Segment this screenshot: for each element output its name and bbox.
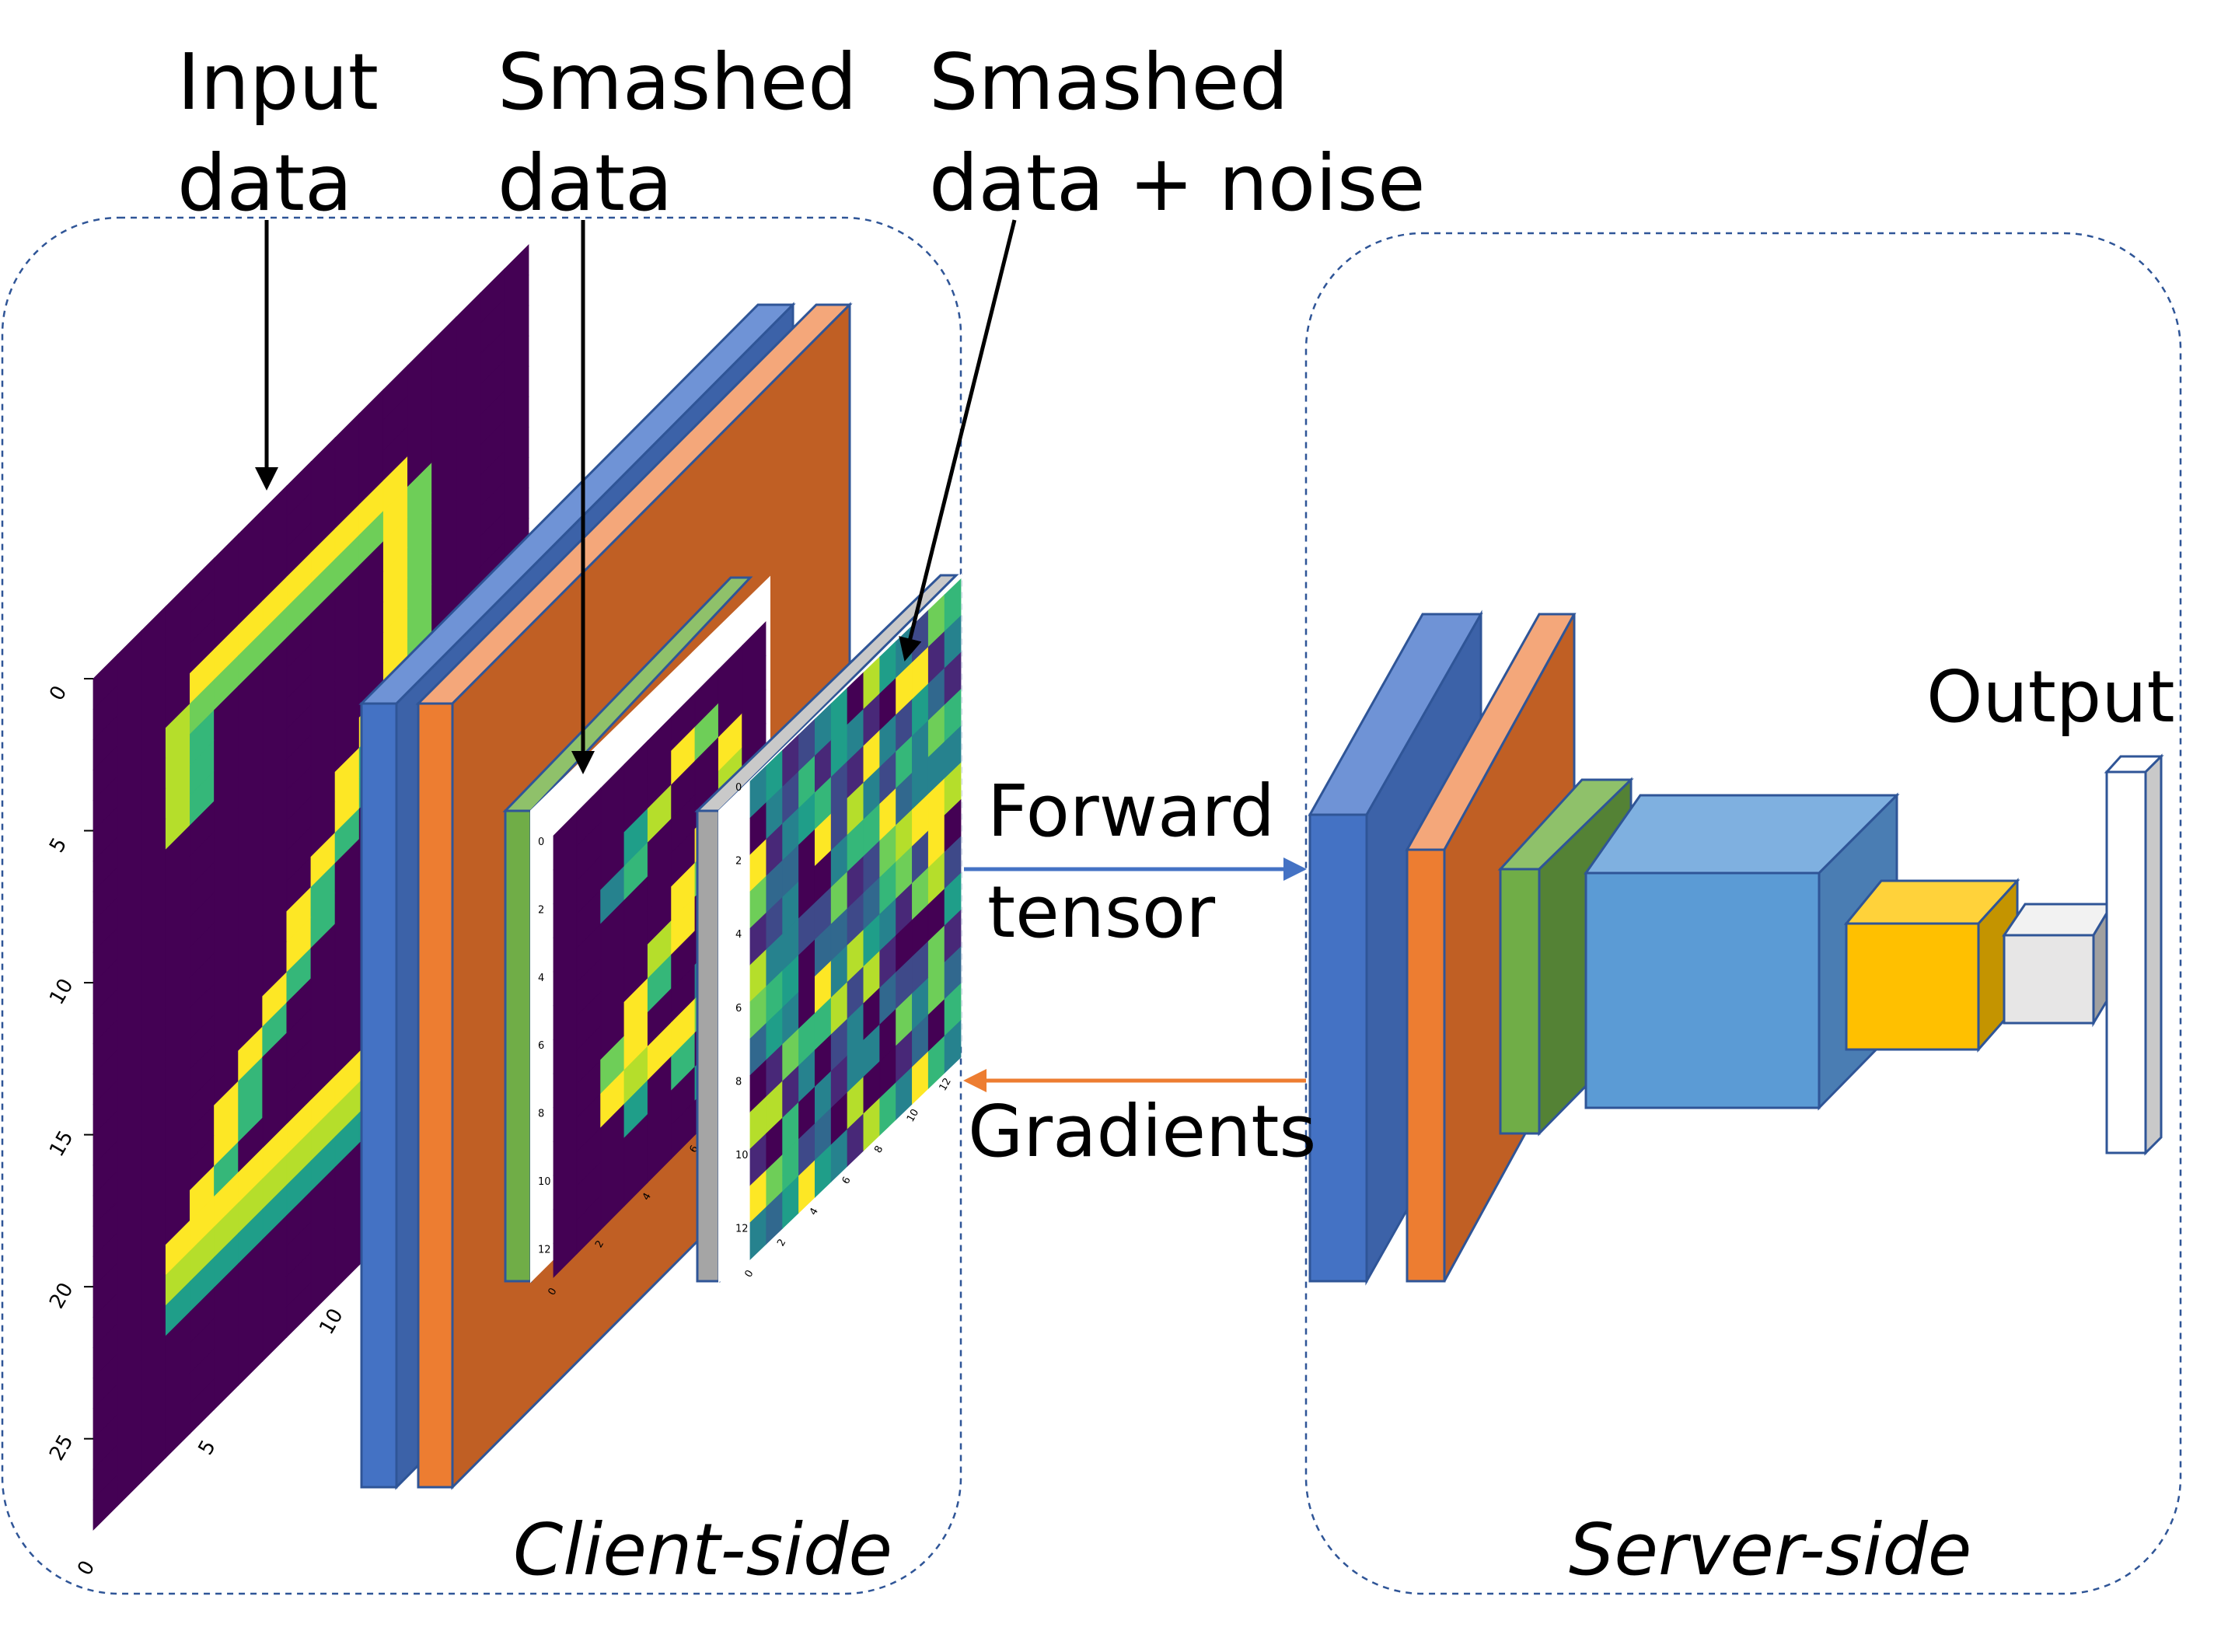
smashed-y-tick: 12 — [538, 1244, 551, 1256]
noise-x-tick: 6 — [840, 1175, 854, 1186]
smashed-y-tick: 8 — [538, 1109, 544, 1120]
smashed-noise-label-line1: Smashed — [929, 37, 1289, 127]
smashed-y-ticks: 0 2 4 6 8 10 12 — [538, 836, 551, 1256]
input-x-tick: 10 — [315, 1304, 348, 1339]
input-y-tick: 5 — [45, 834, 72, 857]
noise-x-tick: 4 — [808, 1206, 821, 1217]
smashed-y-tick: 10 — [538, 1176, 551, 1188]
input-x-tick: 0 — [73, 1557, 100, 1580]
input-data-label-line2: data — [177, 138, 352, 229]
server-side-label: Server-side — [1569, 1508, 1971, 1591]
client-layer-grey — [694, 574, 959, 1283]
input-x-tick: 5 — [194, 1437, 221, 1459]
noise-pointer-arrow — [899, 219, 1017, 662]
smashed-y-tick: 4 — [538, 973, 544, 984]
noise-x-tick: 10 — [905, 1107, 921, 1124]
noise-y-ticks: 0 2 4 6 8 10 12 — [735, 782, 749, 1235]
noise-heatmap — [749, 578, 962, 1260]
noise-y-tick: 2 — [735, 856, 742, 868]
smashed-noise-label-line2: data + noise — [929, 138, 1426, 229]
forward-tensor-label-line2: tensor — [987, 871, 1215, 954]
forward-tensor-label-line1: Forward — [987, 770, 1275, 853]
noise-y-tick: 12 — [735, 1224, 749, 1235]
input-y-tick: 15 — [45, 1126, 79, 1161]
input-y-ticks: 0 5 10 15 20 25 — [45, 678, 93, 1465]
server-side-container — [1304, 232, 2182, 1595]
noise-x-tick: 2 — [775, 1237, 788, 1249]
smashed-y-tick: 2 — [538, 904, 544, 916]
gradients-label: Gradients — [968, 1090, 1316, 1173]
input-y-tick: 25 — [45, 1431, 79, 1465]
server-layer-lightblue-cube — [1584, 792, 1900, 1111]
noise-y-tick: 0 — [735, 782, 742, 794]
noise-y-tick: 10 — [735, 1150, 749, 1161]
input-image: 0 5 10 15 20 25 0 5 10 15 — [45, 244, 529, 1580]
server-layer-yellow-cube — [1843, 878, 2020, 1053]
output-label: Output — [1926, 655, 2175, 739]
smashed-data-label-line1: Smashed — [498, 37, 857, 127]
input-y-tick: 0 — [45, 682, 72, 704]
noise-x-tick: 8 — [872, 1144, 885, 1155]
input-data-label-line1: Input — [177, 37, 379, 127]
noise-image: 0 2 4 6 8 10 12 0 2 4 6 8 10 12 — [718, 573, 962, 1284]
noise-y-tick: 8 — [735, 1076, 742, 1088]
noise-x-tick: 0 — [742, 1268, 756, 1280]
server-layer-grey-cube — [2002, 899, 2114, 1028]
client-layer-green — [502, 576, 753, 1283]
server-output-layer — [2104, 753, 2164, 1156]
client-side-label: Client-side — [513, 1508, 892, 1591]
smashed-data-label-line2: data — [498, 138, 672, 229]
input-heatmap — [93, 244, 529, 1531]
noise-x-tick: 12 — [938, 1076, 954, 1093]
input-y-tick: 20 — [45, 1279, 79, 1313]
noise-y-tick: 4 — [735, 929, 742, 941]
noise-y-tick: 6 — [735, 1003, 742, 1015]
smashed-y-tick: 6 — [538, 1040, 544, 1052]
client-side-container — [1, 216, 962, 1595]
smashed-y-tick: 0 — [538, 836, 544, 848]
noise-heatmap-cell — [944, 1019, 962, 1074]
input-y-tick: 10 — [45, 975, 79, 1009]
